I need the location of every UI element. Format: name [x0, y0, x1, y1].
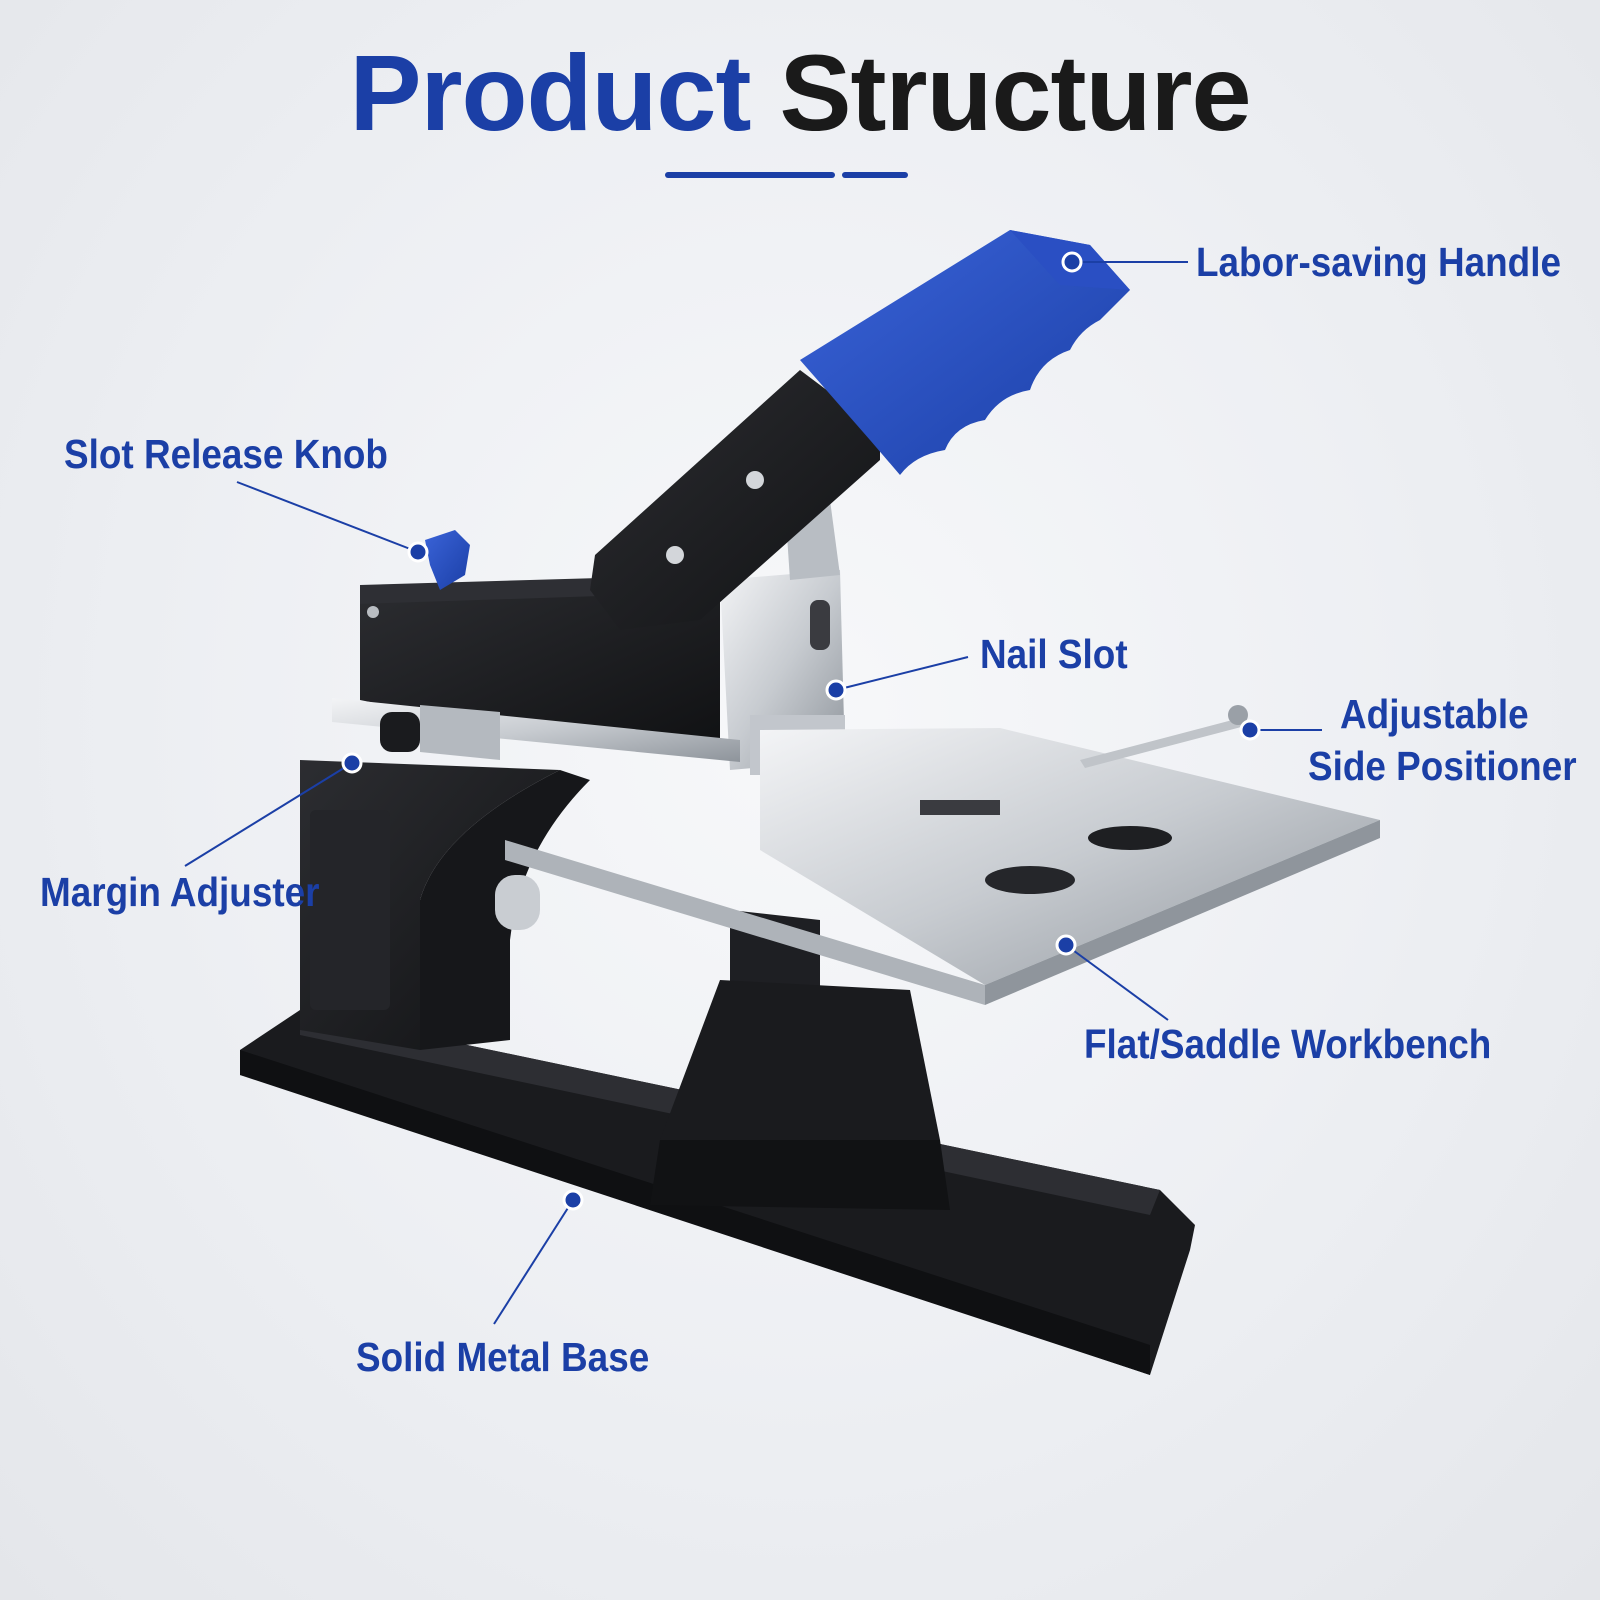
workbench-dot	[1055, 934, 1077, 956]
positioner-dot	[1239, 719, 1261, 741]
workbench-plate	[495, 728, 1380, 1005]
arm-lever	[590, 370, 880, 630]
leader-lines	[184, 261, 1322, 1325]
label-labor-saving-handle: Labor-saving Handle	[1196, 239, 1561, 285]
callout-dots	[341, 251, 1261, 1211]
margin-dot	[341, 752, 363, 774]
title-word-product: Product	[349, 32, 751, 153]
label-workbench: Flat/Saddle Workbench	[1084, 1021, 1492, 1067]
pillar-body	[300, 760, 590, 1050]
page-title: Product Structure	[0, 32, 1600, 153]
title-underline-long	[665, 172, 835, 178]
title-word-structure: Structure	[779, 32, 1251, 153]
label-margin-adjuster: Margin Adjuster	[40, 869, 320, 915]
label-positioner-line1: Adjustable	[1340, 691, 1529, 737]
nail-slot-dot	[825, 679, 847, 701]
knob-dot	[407, 541, 429, 563]
front-column	[650, 910, 950, 1210]
title-underline-short	[842, 172, 908, 178]
margin-bar	[332, 698, 740, 762]
label-slot-release-knob: Slot Release Knob	[64, 431, 388, 477]
handle-dot	[1061, 251, 1083, 273]
knob-shape	[425, 530, 470, 590]
base-dot	[562, 1189, 584, 1211]
label-solid-metal-base: Solid Metal Base	[356, 1334, 650, 1380]
label-nail-slot: Nail Slot	[980, 631, 1128, 677]
label-positioner-line2: Side Positioner	[1308, 743, 1577, 789]
positioner-rod	[1080, 705, 1248, 768]
